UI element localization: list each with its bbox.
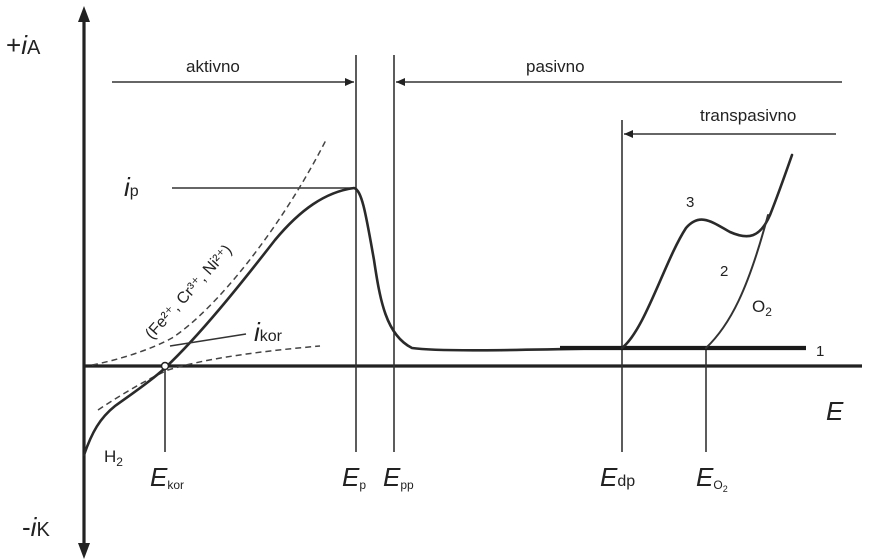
edp-label: Edp — [600, 462, 635, 492]
y-axis-positive-label: +iA — [6, 30, 41, 60]
ikor-leader — [169, 333, 247, 347]
epp-label: Epp — [383, 462, 414, 492]
eo2-label: EO2 — [696, 462, 728, 494]
o2-label: O2 — [752, 297, 772, 319]
x-axis-label: E — [826, 396, 844, 426]
curve-2-label: 2 — [720, 263, 728, 280]
y-axis-negative-label: -iK — [22, 512, 50, 542]
y-axis-arrow-top — [78, 6, 90, 22]
curve-3-label: 3 — [686, 194, 694, 211]
ep-label: Ep — [342, 462, 366, 492]
curve-2 — [705, 214, 769, 349]
ip-label: ip — [124, 172, 139, 202]
main-polarization-curve — [82, 186, 624, 457]
ekor-label: Ekor — [150, 462, 184, 492]
curve-1-label: 1 — [816, 343, 824, 360]
cathodic-tafel-dashed — [97, 345, 321, 411]
ikor-label: ikor — [254, 317, 283, 347]
anodic-tafel-dashed — [91, 139, 327, 366]
active-region-label: aktivno — [186, 57, 240, 76]
ions-label: (Fe²⁺, Cr³⁺, Ni²⁺) — [142, 242, 235, 343]
h2-label: H2 — [104, 447, 123, 469]
transpassive-region-label: transpasivno — [700, 106, 796, 125]
corrosion-point — [160, 361, 170, 371]
curve-3 — [620, 153, 794, 350]
y-axis-arrow-bottom — [78, 543, 90, 559]
passive-region-label: pasivno — [526, 57, 585, 76]
